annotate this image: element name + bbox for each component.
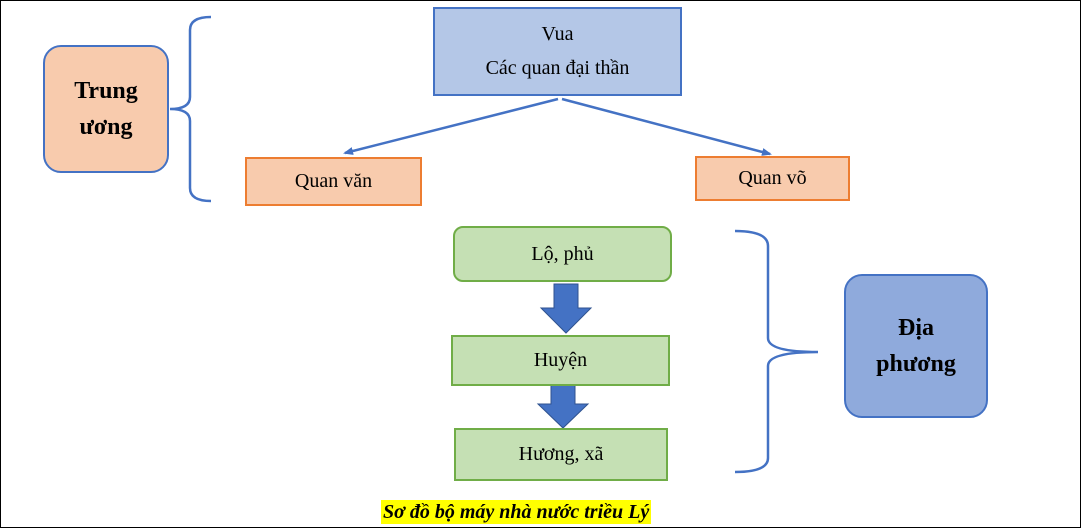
level-huyen-label: Huyện [533,349,588,371]
level-lo-phu-label: Lộ, phủ [531,242,594,265]
local-brace [734,229,819,474]
diagram-caption: Sơ đồ bộ máy nhà nước triều Lý [381,500,652,524]
central-brace [169,15,212,203]
central-label-line1: Trung [74,78,138,104]
king-label: Vua [541,22,574,45]
local-government-box: Địa phương [844,274,988,418]
local-label-line1: Địa [897,315,934,341]
military-mandarins-label: Quan võ [738,167,807,189]
down-arrow-1 [539,283,593,334]
level-huong-xa-box: Hương, xã [454,428,668,481]
local-label-line2: phương [876,351,956,377]
ministers-label: Các quan đại thần [485,57,630,80]
king-and-ministers-box: Vua Các quan đại thần [433,7,682,96]
level-huyen-box: Huyện [451,335,670,386]
arrow-to-quan-vo [561,97,772,156]
down-arrow-2 [536,383,590,429]
civil-mandarins-label: Quan văn [294,170,373,192]
central-government-box: Trung ương [43,45,169,173]
military-mandarins-box: Quan võ [695,156,850,201]
arrow-to-quan-van [343,97,559,155]
civil-mandarins-box: Quan văn [245,157,422,206]
central-label-line2: ương [79,114,133,140]
level-huong-xa-label: Hương, xã [518,443,604,465]
level-lo-phu-box: Lộ, phủ [453,226,672,282]
